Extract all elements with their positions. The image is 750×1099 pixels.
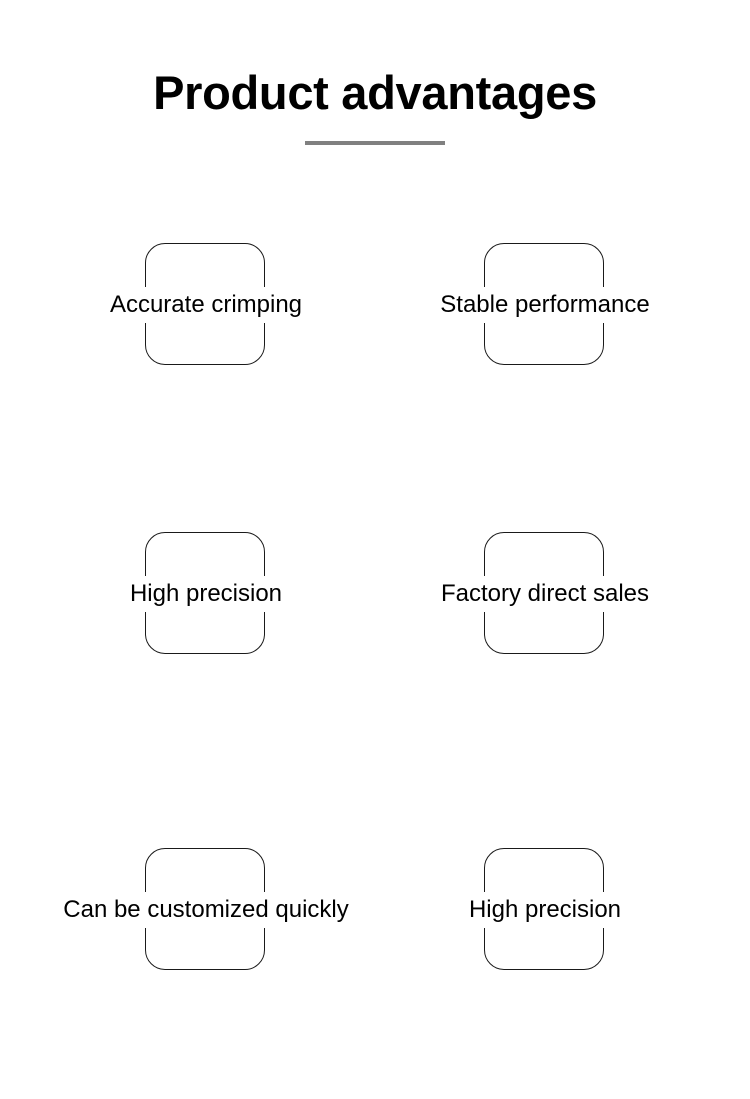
title-divider: [305, 141, 445, 145]
feature-label: High precision: [26, 576, 386, 612]
feature-label-text: High precision: [125, 576, 287, 612]
feature-label-text: Can be customized quickly: [59, 892, 353, 928]
feature-item-can-be-customized-quickly[interactable]: Can be customized quickly: [26, 830, 386, 990]
feature-item-high-precision[interactable]: High precision: [26, 514, 386, 674]
feature-label-text: Factory direct sales: [436, 576, 654, 612]
feature-label: Factory direct sales: [365, 576, 725, 612]
feature-label: Accurate crimping: [26, 287, 386, 323]
feature-label-text: Stable performance: [436, 287, 654, 323]
feature-label: Can be customized quickly: [26, 892, 386, 928]
feature-item-factory-direct-sales[interactable]: Factory direct sales: [365, 514, 725, 674]
feature-item-high-precision-2[interactable]: High precision: [365, 830, 725, 990]
feature-label: Stable performance: [365, 287, 725, 323]
feature-label-text: Accurate crimping: [105, 287, 307, 323]
page-title: Product advantages: [153, 66, 597, 119]
feature-item-accurate-crimping[interactable]: Accurate crimping: [26, 225, 386, 385]
feature-item-stable-performance[interactable]: Stable performance: [365, 225, 725, 385]
feature-label: High precision: [365, 892, 725, 928]
feature-label-text: High precision: [464, 892, 626, 928]
